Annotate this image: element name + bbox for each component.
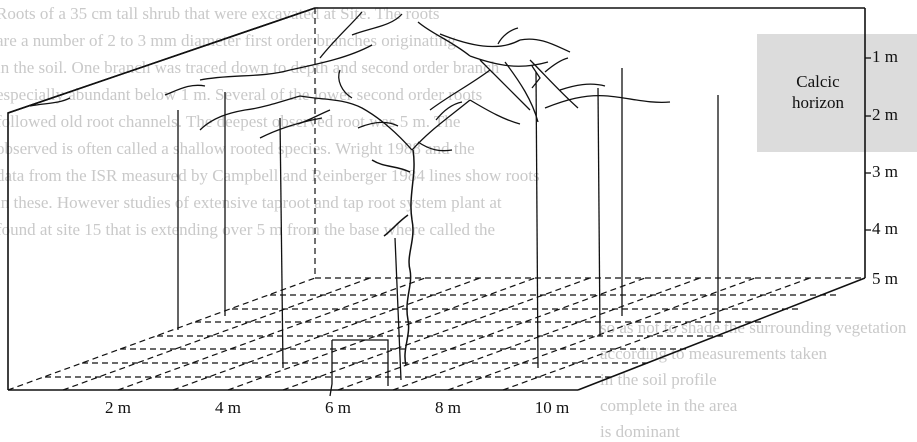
calcic-horizon-box bbox=[757, 34, 917, 152]
background-text-line: in these. However studies of extensive t… bbox=[0, 193, 502, 212]
depth-label-1m: 1 m bbox=[872, 47, 898, 66]
calcic-horizon-label-line1: Calcic bbox=[796, 72, 840, 91]
background-text-line: so as not to shade the surrounding veget… bbox=[600, 318, 907, 337]
background-text-line: are a number of 2 to 3 mm diameter first… bbox=[0, 31, 456, 50]
axis-label-10m: 10 m bbox=[535, 398, 569, 417]
front-top-edge bbox=[7, 7, 316, 114]
taproot bbox=[371, 149, 415, 366]
distance-labels: 2 m 4 m 6 m 8 m 10 m bbox=[105, 398, 569, 417]
background-text-line: data from the ISR measured by Campbell a… bbox=[0, 166, 540, 185]
depth-label-4m: 4 m bbox=[872, 219, 898, 238]
lateral-roots bbox=[29, 11, 671, 152]
depth-label-3m: 3 m bbox=[872, 162, 898, 181]
axis-label-6m: 6 m bbox=[325, 398, 351, 417]
background-text-line: in the soil profile bbox=[600, 370, 717, 389]
root-system-diagram: Calcic horizon bbox=[7, 7, 917, 417]
floor-grid bbox=[7, 8, 865, 391]
background-text-line: followed old root channels. The deepest … bbox=[0, 112, 461, 131]
box-frame bbox=[7, 7, 866, 391]
axis-label-4m: 4 m bbox=[215, 398, 241, 417]
depth-ticks bbox=[865, 57, 871, 231]
front-frame bbox=[7, 7, 865, 390]
background-text-line: found at site 15 that is extending over … bbox=[0, 220, 495, 239]
axis-label-2m: 2 m bbox=[105, 398, 131, 417]
background-text-line: observed is often called a shallow roote… bbox=[0, 139, 475, 158]
calcic-horizon-label-line2: horizon bbox=[792, 93, 844, 112]
background-text-line: is dominant bbox=[600, 422, 680, 441]
depth-labels: 1 m 2 m 3 m 4 m 5 m bbox=[872, 47, 898, 288]
background-text-line: especially abundant below 1 m. Several o… bbox=[0, 85, 483, 104]
background-text-line: according to measurements taken bbox=[600, 344, 828, 363]
bottom-right-edge bbox=[577, 277, 866, 391]
depth-label-5m: 5 m bbox=[872, 269, 898, 288]
axis-label-8m: 8 m bbox=[435, 398, 461, 417]
background-text-line: complete in the area bbox=[600, 396, 738, 415]
depth-label-2m: 2 m bbox=[872, 105, 898, 124]
root-verticals bbox=[177, 68, 719, 397]
